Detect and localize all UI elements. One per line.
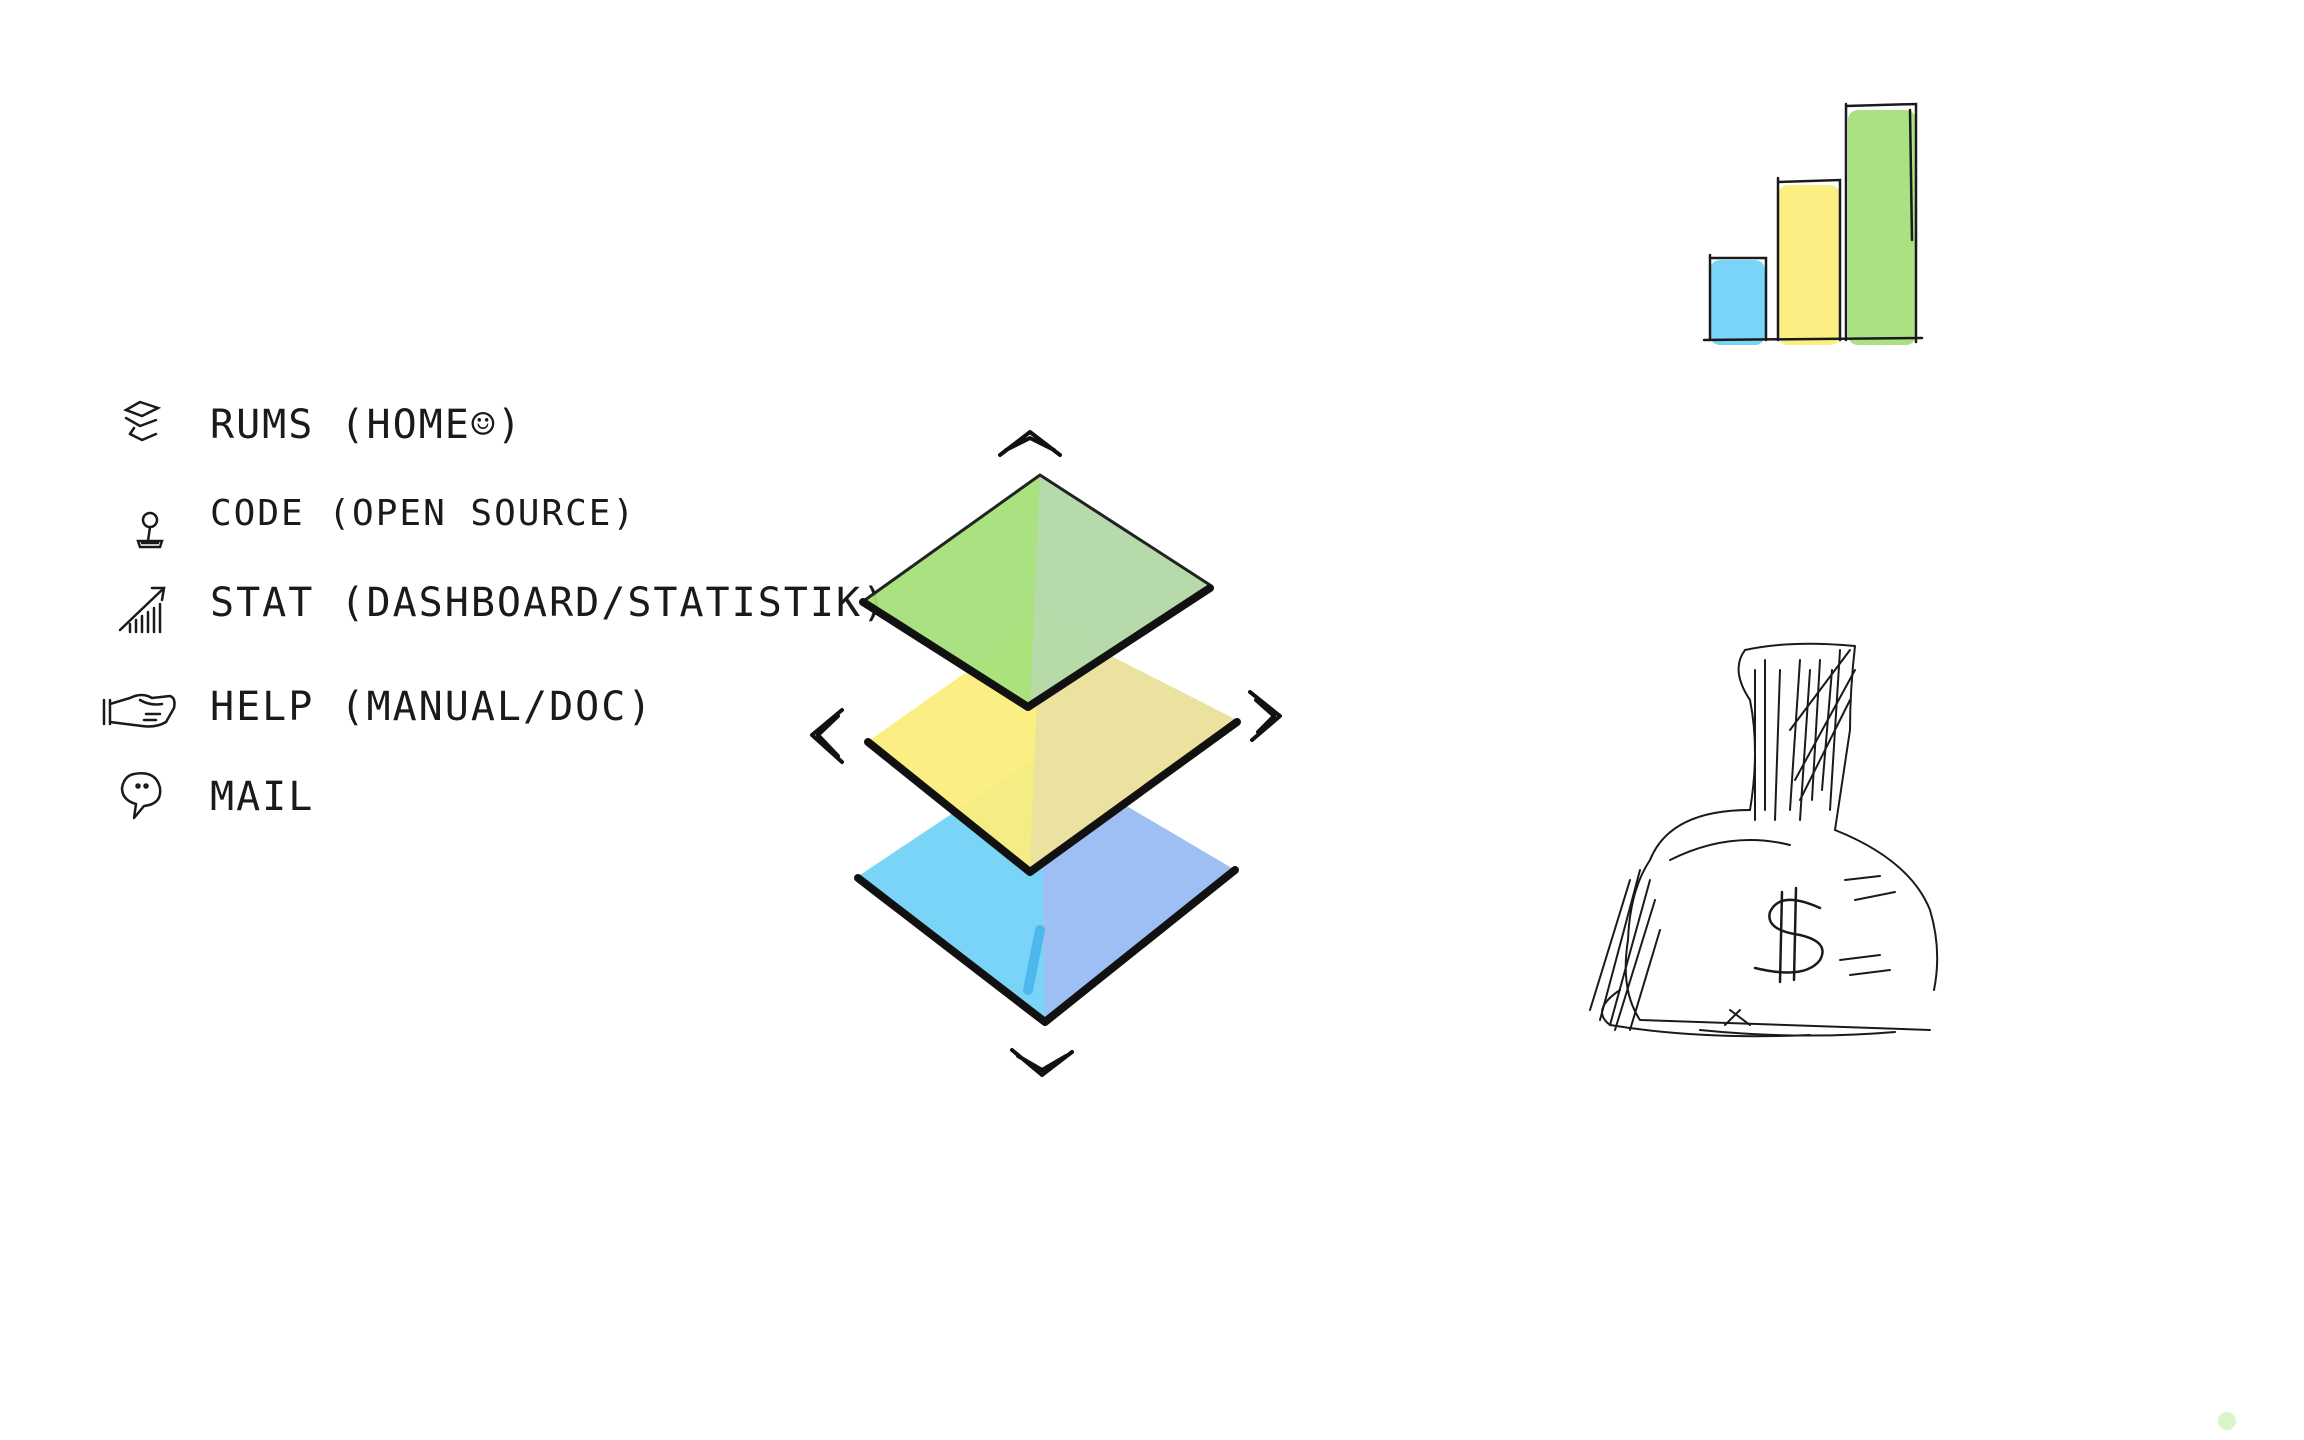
menu-label-code: CODE (OPEN SOURCE) <box>210 493 637 534</box>
joystick-icon <box>136 511 164 549</box>
arrow-left-icon[interactable] <box>810 708 844 764</box>
menu-item-code[interactable]: CODE (OPEN SOURCE) <box>90 485 730 555</box>
status-dot <box>2218 1412 2236 1430</box>
menu-item-mail[interactable]: MAIL <box>90 760 730 830</box>
menu-label-mail: MAIL <box>210 774 315 820</box>
money-bag-icon <box>1589 642 1939 1038</box>
arrow-up-icon[interactable] <box>998 430 1062 457</box>
menu-item-stat[interactable]: STAT (DASHBOARD/STATISTIK) <box>90 570 886 640</box>
menu-label-help: HELP (MANUAL/DOC) <box>210 684 654 730</box>
helping-hand-icon <box>102 693 176 728</box>
menu-label-rums: RUMS (HOME☺) <box>210 402 523 448</box>
green-layer <box>859 473 1214 711</box>
growth-chart-icon <box>118 586 166 634</box>
stacked-layers-icon <box>123 400 162 442</box>
arrow-down-icon[interactable] <box>1010 1048 1074 1077</box>
menu-item-help[interactable]: HELP (MANUAL/DOC) <box>90 670 730 740</box>
chat-bubble-icon <box>120 772 162 820</box>
layer-stack-icon <box>810 430 1282 1077</box>
menu-label-stat: STAT (DASHBOARD/STATISTIK) <box>210 580 889 626</box>
yellow-layer <box>864 620 1241 876</box>
menu-item-rums[interactable]: RUMS (HOME☺) <box>90 390 730 460</box>
bar-chart-icon <box>1702 102 1924 345</box>
arrow-right-icon[interactable] <box>1248 690 1282 742</box>
dollar-sign-icon <box>1753 886 1824 984</box>
